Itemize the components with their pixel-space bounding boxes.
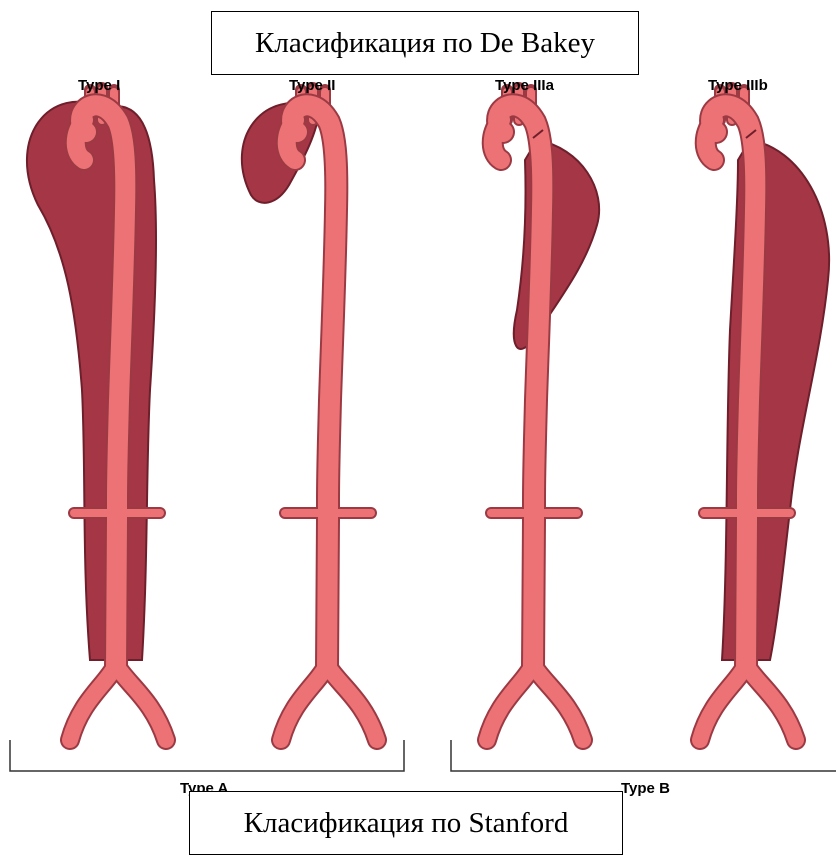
aorta-type-iiia-false-lumen: [514, 140, 599, 349]
type-ii-label: Type II: [289, 77, 335, 94]
aorta-type-iiib-lumen-5: [706, 120, 714, 160]
aorta-type-iiia-lumen-5: [493, 120, 501, 160]
stanford-classification-title: Класификация по Stanford: [189, 791, 623, 855]
aorta-type-iiia-lumen-0: [498, 105, 542, 668]
type-i-label: Type I: [78, 77, 120, 94]
aorta-type-i: [27, 88, 166, 740]
stanford-type-b-label: Type B: [621, 780, 670, 797]
aorta-type-ii-lumen-5: [287, 120, 295, 160]
aorta-type-iiib: [700, 88, 829, 740]
type-iiia-label: Type IIIa: [495, 77, 554, 94]
aorta-type-ii-lumen-0: [292, 105, 336, 668]
aorta-type-ii: [242, 88, 377, 740]
aorta-type-iiia: [487, 88, 599, 740]
debakey-classification-title: Класификация по De Bakey: [211, 11, 639, 75]
aorta-type-i-lumen-5: [76, 120, 84, 160]
type-iiib-label: Type IIIb: [708, 77, 768, 94]
stanford-type-b-bracket: [451, 740, 836, 771]
